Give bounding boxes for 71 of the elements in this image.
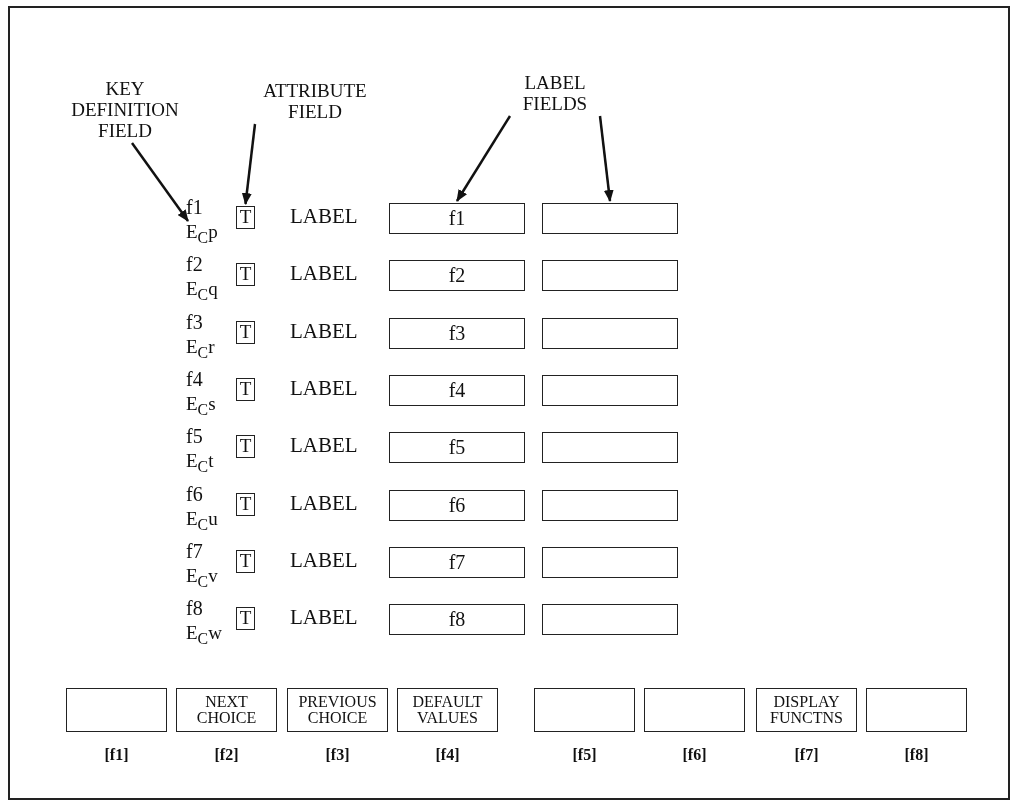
attribute-field: T xyxy=(236,549,255,573)
key-code: f2 xyxy=(186,254,203,275)
function-key-label: [f7] xyxy=(793,746,820,764)
label-field: f3 xyxy=(389,317,525,349)
label-field: f1 xyxy=(389,203,525,234)
label-text: LABEL xyxy=(290,434,358,457)
softkey-label xyxy=(534,688,635,732)
label-field: f2 xyxy=(389,260,525,292)
key-code: f8 xyxy=(186,598,203,619)
softkey-label: NEXT CHOICE xyxy=(176,688,277,732)
label-field: f7 xyxy=(389,546,525,578)
key-sequence: E$_{C}$q xyxy=(186,278,218,306)
function-key-label: [f1] xyxy=(103,746,130,764)
callout-label: ATTRIBUTE FIELD xyxy=(245,80,385,122)
softkey-label: DEFAULT VALUES xyxy=(397,688,498,732)
key-sequence: E$_{C}$p xyxy=(186,221,218,248)
attribute-field: T xyxy=(236,320,255,344)
function-key-label: [f5] xyxy=(571,746,598,764)
attribute-field: T xyxy=(236,263,255,287)
label-field xyxy=(542,489,678,521)
key-code: f1 xyxy=(186,197,203,217)
label-field: f8 xyxy=(389,604,525,636)
label-text: LABEL xyxy=(290,376,358,399)
key-sequence: E$_{C}$u xyxy=(186,507,218,535)
key-sequence: E$_{C}$v xyxy=(186,564,218,592)
label-field xyxy=(542,432,678,464)
softkey-label: PREVIOUS CHOICE xyxy=(287,688,388,732)
label-text: LABEL xyxy=(290,262,358,285)
function-key-label: [f3] xyxy=(324,746,351,764)
softkey-label xyxy=(644,688,745,732)
function-key-label: [f4] xyxy=(434,746,461,764)
key-code: f7 xyxy=(186,540,203,561)
arrow xyxy=(598,115,614,202)
label-field xyxy=(542,260,678,292)
label-field: f4 xyxy=(389,374,525,406)
label-field xyxy=(542,374,678,406)
label-text: LABEL xyxy=(290,606,358,629)
softkey-label: DISPLAY FUNCTNS xyxy=(756,688,857,732)
label-field xyxy=(542,604,678,636)
softkey-label xyxy=(66,688,167,732)
function-key-label: [f2] xyxy=(213,746,240,764)
label-field xyxy=(542,317,678,349)
label-field xyxy=(542,203,678,234)
label-field: f5 xyxy=(389,432,525,464)
key-code: f3 xyxy=(186,311,203,332)
callout-label: KEY DEFINITION FIELD xyxy=(55,78,195,141)
key-code: f5 xyxy=(186,426,203,447)
function-key-label: [f6] xyxy=(681,746,708,764)
label-field: f6 xyxy=(389,489,525,521)
key-sequence: E$_{C}$w xyxy=(186,622,222,649)
key-code: f6 xyxy=(186,483,203,504)
callout-label: LABEL FIELDS xyxy=(500,72,610,114)
arrow xyxy=(241,123,257,205)
label-text: LABEL xyxy=(290,491,358,514)
attribute-field: T xyxy=(236,435,255,459)
key-sequence: E$_{C}$t xyxy=(186,450,214,477)
arrow xyxy=(131,142,189,222)
label-text: LABEL xyxy=(290,548,358,571)
label-text: LABEL xyxy=(290,319,358,342)
key-sequence: E$_{C}$s xyxy=(186,392,216,420)
key-sequence: E$_{C}$r xyxy=(186,335,215,363)
attribute-field: T xyxy=(236,492,255,516)
softkey-label xyxy=(866,688,967,732)
attribute-field: T xyxy=(236,377,255,401)
function-key-label: [f8] xyxy=(903,746,930,764)
attribute-field: T xyxy=(236,206,255,229)
key-code: f4 xyxy=(186,368,203,389)
label-field xyxy=(542,546,678,578)
label-text: LABEL xyxy=(290,205,358,227)
arrow xyxy=(455,115,512,202)
attribute-field: T xyxy=(236,607,255,631)
